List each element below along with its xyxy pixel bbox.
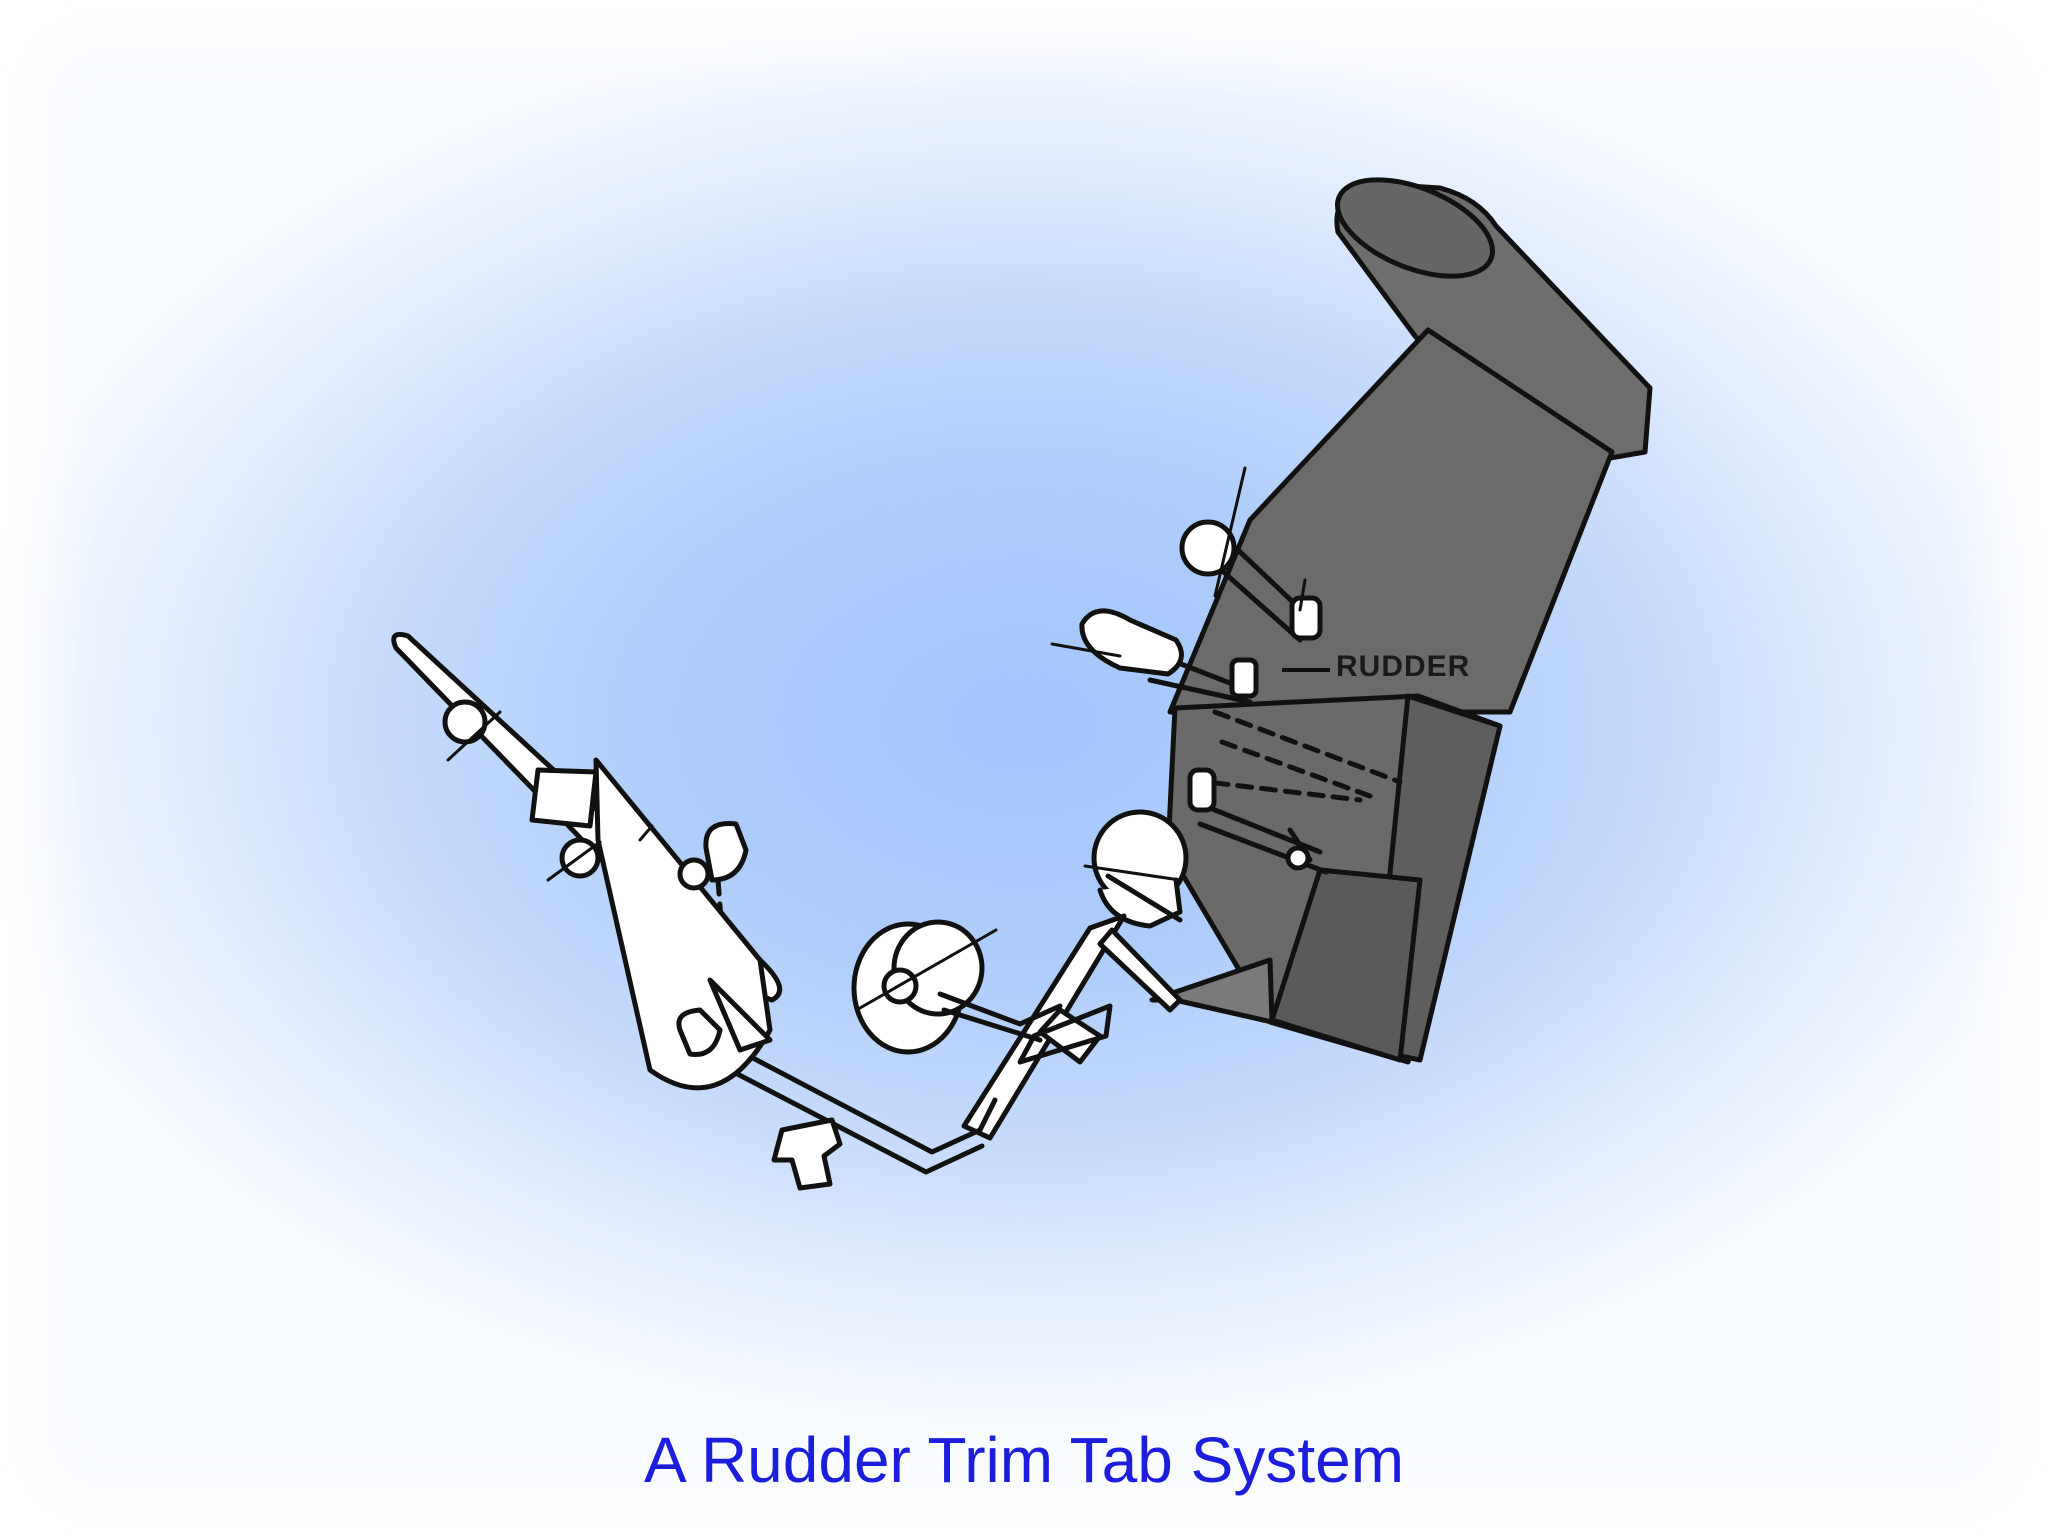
rudder-label: RUDDER [1282,650,1470,683]
slide-caption: A Rudder Trim Tab System [644,1424,1404,1496]
pulley-axles-upper [1050,466,1307,658]
tab-horn-pivot [1285,845,1311,871]
hinge-fitting-mid [1229,657,1259,699]
cable-guide-upper [1079,608,1184,677]
tab-horn [1187,767,1217,813]
trim-wheel-assembly [391,632,783,1091]
cable-drum [851,919,1063,1055]
jackscrew-unit [1083,809,1189,929]
direction-arrow [771,1117,843,1191]
wheel-axles [446,710,654,882]
upper-pulleys [1079,519,1323,699]
rudder-label-text: RUDDER [1336,650,1470,683]
vertical-fin [1167,177,1653,715]
trim-tab [1149,867,1423,1063]
pulley-upper [1179,519,1237,577]
hinge-fitting-upper [1289,595,1323,641]
control-arm [961,913,1183,1141]
torque-tube [719,1043,998,1175]
